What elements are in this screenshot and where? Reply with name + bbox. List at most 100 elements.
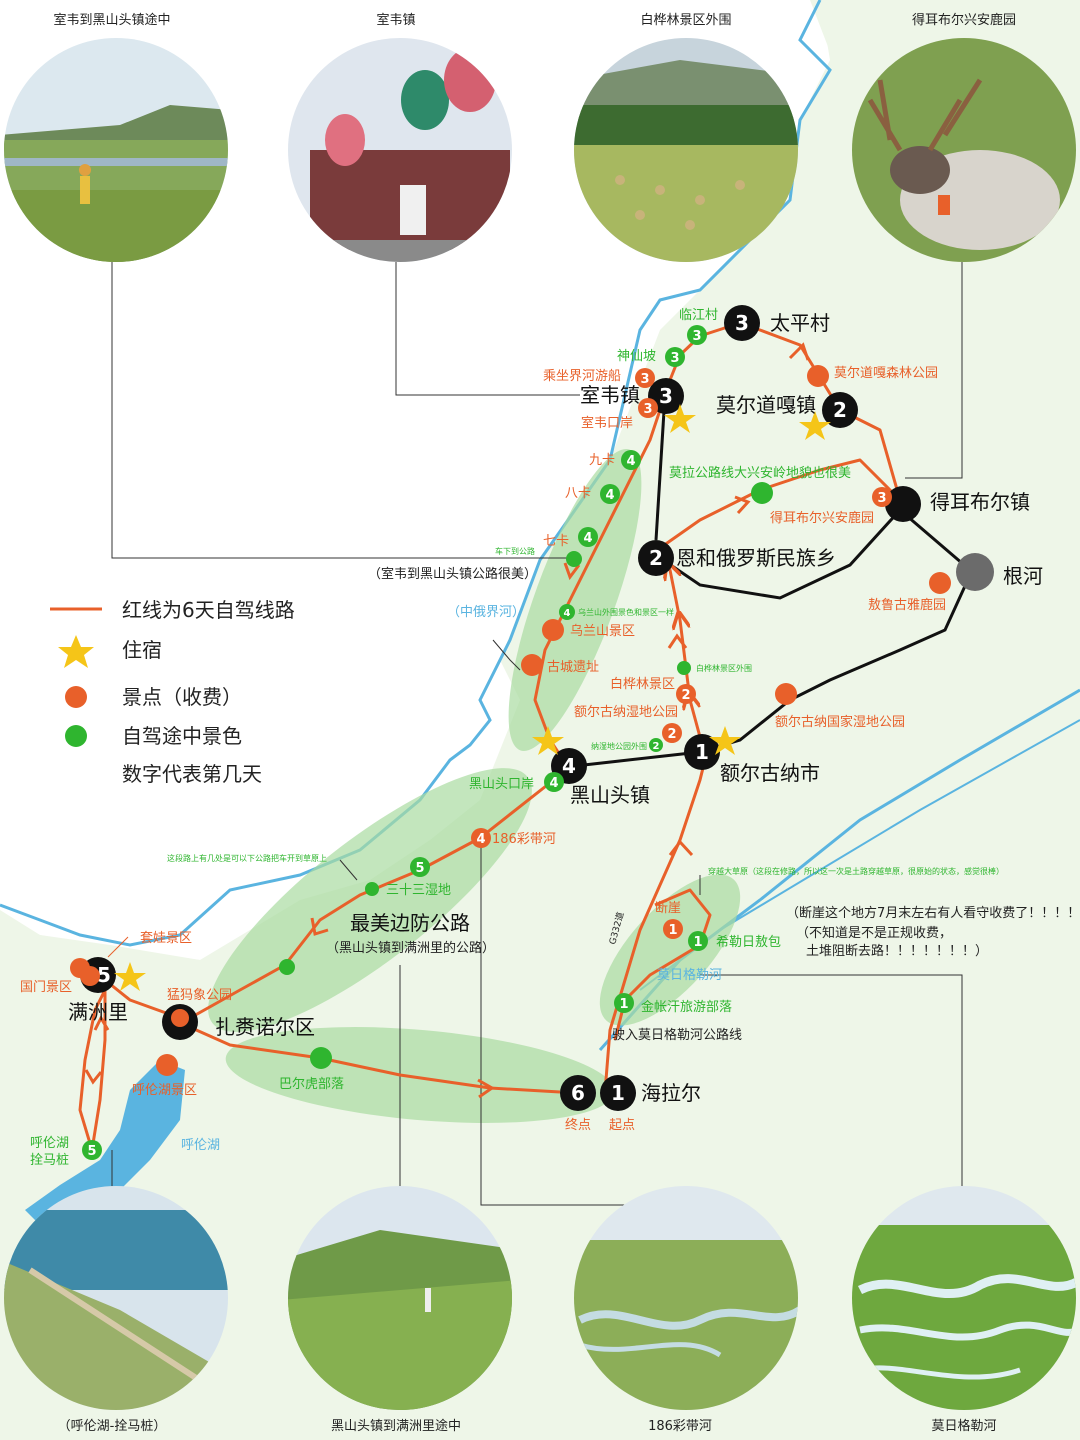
label-birch-out: 白桦林景区外围 (696, 663, 752, 673)
day-hailaer-start: 1 (611, 1081, 625, 1105)
day-enhe: 2 (649, 546, 663, 570)
label-birch: 白桦林景区 (610, 676, 675, 692)
label-wetland: 额尔古纳湿地公园 (574, 705, 678, 720)
caption-lake-shore: （呼伦湖-拴马桩） (58, 1419, 167, 1434)
day-shuanmazhuang: 5 (87, 1144, 96, 1159)
label-hulun-lake: 呼伦湖 (181, 1138, 220, 1153)
caption-meandering-river: 莫日格勒河 (931, 1418, 996, 1434)
node-genhe[interactable] (956, 553, 994, 591)
label-mola-road: 莫拉公路线大兴安岭地貌也很美 (669, 465, 851, 481)
node-enhe[interactable] (638, 540, 674, 576)
day-hailaer-end: 6 (571, 1081, 585, 1105)
legend-star-icon (58, 635, 94, 668)
label-enter-road: 驶入莫日格勒河公路线 (612, 1027, 742, 1043)
day-wulanshan-note: 4 (564, 608, 571, 619)
photo-russian-building (288, 38, 512, 262)
caption-grassland-hiker: 室韦到黑山头镇途中 (53, 12, 170, 28)
lodging-stars (114, 404, 831, 991)
label-aoluguya: 敖鲁古雅鹿园 (868, 597, 946, 613)
label-taowa: 套娃景区 (140, 930, 192, 946)
mammoth-dot (171, 1009, 189, 1027)
label-border-road-sub: （黑山头镇到满洲里的公路） (326, 940, 495, 956)
day-moerdaoga: 2 (833, 398, 847, 422)
legend-route-label: 红线为6天自驾线路 (122, 598, 295, 622)
label-heishantou: 黑山头镇 (570, 783, 650, 807)
label-hulun-scenic: 呼伦湖景区 (132, 1083, 197, 1098)
label-wetland33: 三十三湿地 (386, 883, 451, 898)
legend-day-note: 数字代表第几天 (122, 762, 262, 786)
node-hailaer-start[interactable] (600, 1075, 636, 1111)
highlight-moriggele (599, 874, 741, 1026)
day-eerguna: 1 (695, 740, 709, 764)
legend (50, 607, 102, 747)
attraction-dots (70, 365, 951, 1076)
label-wulanshan-note: 乌兰山外围景色和景区一样 (578, 607, 674, 617)
star-eerguna (709, 726, 741, 755)
caption-green-hills: 黑山头镇到满洲里途中 (331, 1418, 461, 1434)
day-linjiang: 3 (692, 329, 701, 344)
node-hailaer-end[interactable] (560, 1075, 596, 1111)
label-xilerita: 希勒日敖包 (716, 934, 781, 950)
hulun-lake-shape (25, 1060, 185, 1225)
day-xilerita: 1 (693, 935, 702, 950)
label-manzhouli: 满洲里 (68, 1000, 128, 1024)
node-eerguna[interactable] (684, 734, 720, 770)
photo-birch-forest (574, 38, 798, 262)
label-wetland-out: 纳湿地公园外围 (591, 741, 647, 751)
duanya-note-2: （不知道是不是正规收费， (796, 925, 952, 941)
caption-russian-building: 室韦镇 (376, 12, 415, 28)
legend-lodging-label: 住宿 (122, 638, 162, 662)
label-hailaer-end: 终点 (565, 1117, 591, 1133)
label-shiwei-port: 室韦口岸 (581, 415, 633, 431)
photo-grassland-hiker (4, 38, 228, 262)
label-road-note: （室韦到黑山头镇公路很美） (368, 566, 537, 582)
label-baka: 八卡 (565, 486, 591, 501)
day-wetland: 2 (667, 727, 676, 742)
day-jinzhangh: 1 (619, 997, 628, 1012)
node-moerdaoga[interactable] (822, 392, 858, 428)
label-youchuan: 乘坐界河游船 (543, 369, 621, 384)
duanya-note-3: 土堆阻断去路！！！！！！！） (806, 943, 988, 959)
label-caidai: 186彩带河 (492, 832, 556, 847)
day-qika: 4 (583, 531, 592, 546)
label-national-wetland: 额尔古纳国家湿地公园 (775, 714, 905, 730)
label-baerhu: 巴尔虎部落 (279, 1077, 344, 1092)
label-road-tip: 这段路上有几处是可以下公路把车开到草原上 (167, 853, 327, 863)
label-wulanshan: 乌兰山景区 (570, 623, 635, 639)
label-deerbuer: 得耳布尔镇 (930, 490, 1030, 514)
label-taiping: 太平村 (770, 311, 830, 335)
node-deerbuer[interactable] (885, 486, 921, 522)
caption-winding-river: 186彩带河 (648, 1419, 712, 1434)
label-enhe: 恩和俄罗斯民族乡 (676, 546, 836, 570)
label-zhalainuoer: 扎赉诺尔区 (215, 1015, 315, 1039)
label-hailaer: 海拉尔 (641, 1081, 701, 1105)
label-border-road: 最美边防公路 (350, 911, 470, 935)
day-jiuka: 4 (626, 454, 635, 469)
day-port-hst: 4 (549, 776, 558, 791)
day-taiping: 3 (735, 311, 749, 335)
label-genhe: 根河 (1003, 564, 1043, 588)
label-eerguna: 额尔古纳市 (720, 761, 820, 785)
photo-lake-shore (4, 1186, 228, 1410)
day-wetland-out: 2 (653, 741, 660, 752)
label-shiwei: 室韦镇 (580, 383, 640, 407)
node-taiping[interactable] (724, 305, 760, 341)
day-manzhouli: 5 (97, 963, 111, 987)
star-heishantou (532, 726, 564, 755)
star-manzhouli (114, 962, 146, 991)
label-port-hst: 黑山头口岸 (469, 777, 534, 792)
legend-attraction-icon (65, 686, 87, 708)
label-qika: 七卡 (543, 534, 569, 549)
label-linjiang: 临江村 (679, 308, 718, 323)
label-moerdaoga-park: 莫尔道嘎森林公园 (834, 366, 938, 381)
label-mammoth: 猛犸象公园 (167, 988, 232, 1003)
caption-birch-forest: 白桦林景区外围 (640, 12, 731, 28)
legend-scenic-label: 自驾途中景色 (122, 724, 242, 748)
legend-scenic-icon (65, 725, 87, 747)
photo-meandering-river (852, 1186, 1076, 1410)
route-arrows (84, 342, 810, 1099)
label-shuanmazhuang-1: 呼伦湖 (30, 1136, 69, 1151)
day-wetland33: 5 (415, 861, 424, 876)
label-gucheng: 古城遗址 (547, 660, 599, 675)
